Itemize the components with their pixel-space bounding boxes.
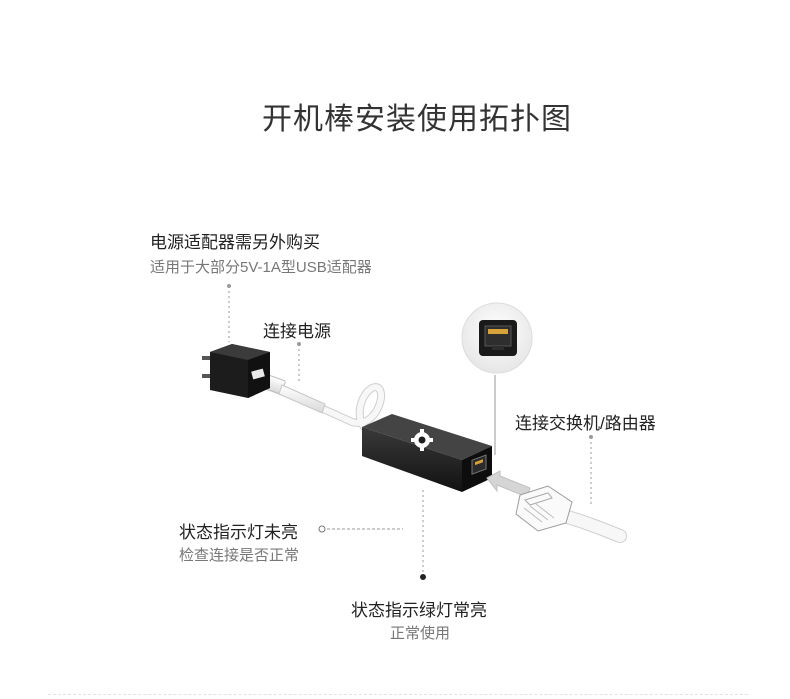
status-off-label: 状态指示灯未亮 xyxy=(179,523,298,542)
boot-stick-device-icon xyxy=(362,414,492,492)
gear-logo-icon xyxy=(411,429,433,451)
status-green-label: 状态指示绿灯常亮 xyxy=(351,601,487,620)
leader-dot-status-off xyxy=(318,525,326,533)
power-adapter-sublabel: 适用于大部分5V-1A型USB适配器 xyxy=(150,259,372,276)
status-off-sublabel: 检查连接是否正常 xyxy=(179,547,300,564)
connect-switch-label: 连接交换机/路由器 xyxy=(515,414,656,433)
status-green-sublabel: 正常使用 xyxy=(390,625,451,642)
leader-dot-status-green xyxy=(420,574,426,580)
power-adapter-label: 电源适配器需另外购买 xyxy=(150,233,320,252)
leader-dot-connect-power xyxy=(297,342,301,346)
usb-cable-icon xyxy=(260,373,385,432)
power-plug-icon xyxy=(202,344,270,398)
page-title: 开机棒安装使用拓扑图 xyxy=(262,103,572,136)
arrow-icon xyxy=(486,470,531,498)
bottom-divider xyxy=(48,694,748,695)
leader-dot-power-adapter xyxy=(227,284,231,288)
ethernet-port-icon xyxy=(461,302,533,374)
connect-power-label: 连接电源 xyxy=(263,322,331,341)
leader-lines xyxy=(227,284,593,580)
leader-dot-connect-switch xyxy=(589,435,593,439)
ethernet-plug-icon xyxy=(515,485,627,543)
